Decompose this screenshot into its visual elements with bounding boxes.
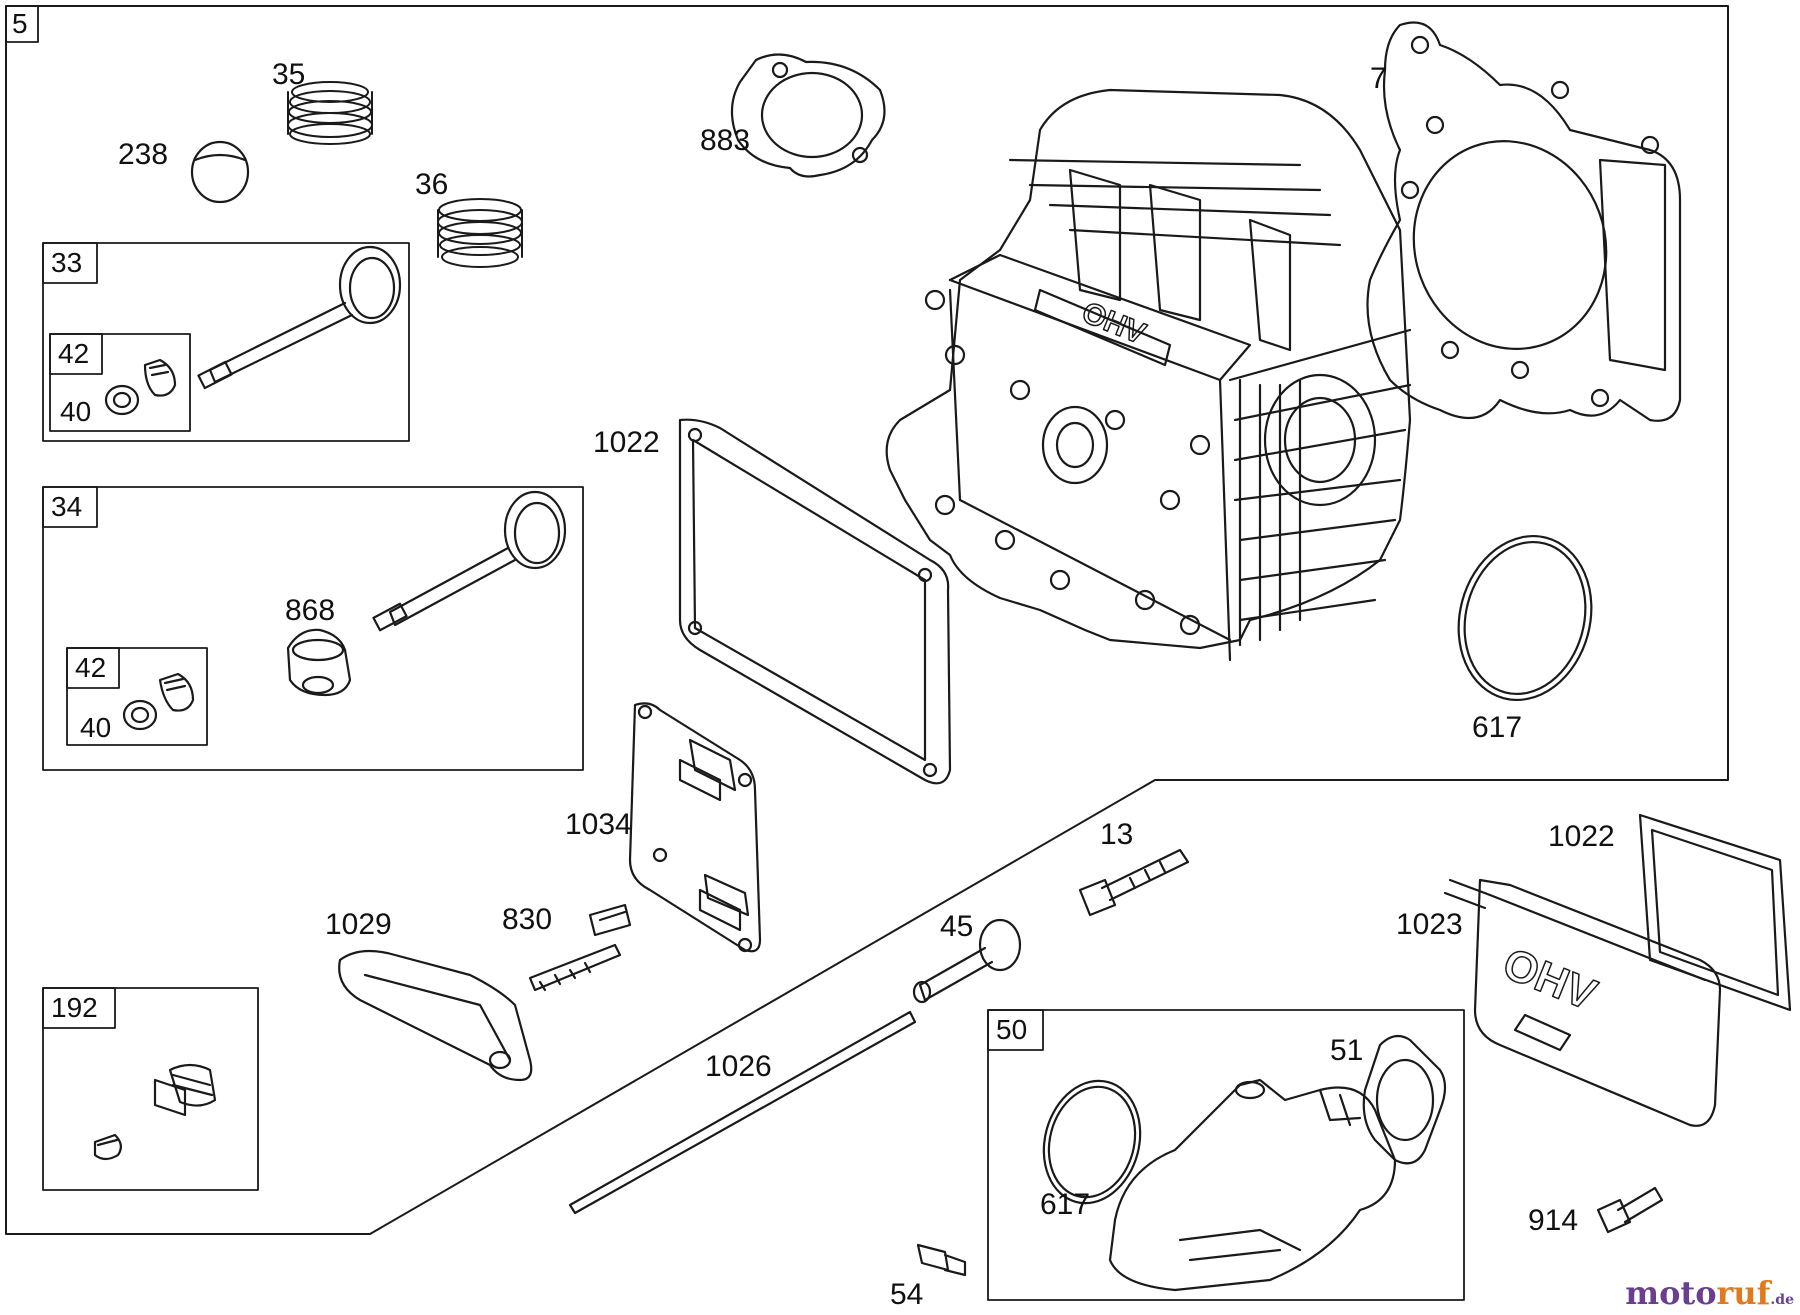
callout-54: 54 [890,1278,924,1311]
box-192-tab [42,987,116,1029]
group-label-34: 34 [51,491,83,522]
box-50 [987,1009,1465,1301]
box-42b-inner [66,647,208,746]
group-label-42b: 42 [75,652,107,683]
callout-1022-upper: 1022 [593,426,660,459]
outer-frame [5,5,1729,1235]
callout-1022-lower: 1022 [1548,820,1615,853]
box-50-tab [987,1009,1044,1051]
box-42-inner-tab [49,333,103,375]
callout-1023: 1023 [1396,908,1463,941]
callout-45: 45 [940,910,974,943]
callout-883: 883 [700,124,751,157]
part-13-bolt [1078,848,1190,917]
part-883-gasket [730,53,886,178]
part-50-intake-elbow [1108,1078,1397,1292]
part-868-seal [286,628,352,697]
callout-1034: 1034 [565,808,632,841]
watermark-part-b: ruf [1716,1274,1771,1312]
part-51-gasket [1362,1034,1447,1165]
callout-238: 238 [118,138,169,171]
frame-label: 5 [12,8,28,39]
part-34-valve [372,490,567,632]
watermark-part-a: moto [1625,1274,1717,1312]
part-40-retainer-b [122,699,158,731]
box-192 [42,987,259,1191]
callout-51: 51 [1330,1034,1364,1067]
svg-text:OHV: OHV [1496,939,1603,1020]
group-label-50: 50 [996,1014,1028,1045]
frame-5-tab [5,5,39,43]
box-34-tab [42,486,98,528]
box-33 [42,242,410,442]
callout-1029: 1029 [325,908,392,941]
part-35-spring [287,81,373,145]
box-42b-inner-tab [66,647,120,689]
callout-617-upper: 617 [1472,711,1523,744]
part-617-oring-upper [1457,534,1593,702]
part-1026-push-rod [568,1010,917,1215]
part-1023-valve-cover: OHV [1443,878,1722,1127]
part-830-stud [528,903,632,992]
group-label-40a: 40 [60,396,92,427]
callout-36: 36 [415,168,449,201]
watermark-suffix: .de [1770,1292,1794,1308]
box-33-tab [42,242,98,284]
part-238-cap [190,140,250,204]
part-1034-breather-plate [628,702,762,953]
callout-7: 7 [1370,62,1387,95]
part-42-keeper-a [143,358,177,397]
callout-35: 35 [272,58,306,91]
part-1022-gasket-upper [678,418,952,785]
part-54-screw [916,1243,967,1277]
group-label-42a: 42 [58,338,90,369]
part-914-bolt [1596,1186,1664,1234]
box-42-inner [49,333,191,432]
callout-617-lower: 617 [1040,1188,1091,1221]
part-1022-gasket-lower [1638,813,1792,1012]
part-40-retainer-a [104,384,140,416]
part-617-oring-lower [1042,1079,1142,1205]
group-label-33: 33 [51,247,83,278]
part-1029-rocker-arm [338,949,533,1082]
part-33-valve [197,245,402,390]
callout-13: 13 [1100,818,1134,851]
callout-1026: 1026 [705,1050,772,1083]
group-label-192: 192 [51,992,98,1023]
part-36-spring [437,198,523,268]
part-45-tappet [912,918,1022,1004]
callout-868: 868 [285,594,336,627]
part-7-head-gasket [1366,21,1682,422]
part-192-adjuster [93,1063,217,1161]
watermark-logo: motoruf.de [1625,1277,1794,1309]
box-34 [42,486,584,771]
part-42-keeper-b [158,672,195,712]
group-label-40b: 40 [80,712,112,743]
callout-914: 914 [1528,1204,1579,1237]
part-cylinder-head: OHV [885,88,1412,662]
callout-830: 830 [502,903,553,936]
